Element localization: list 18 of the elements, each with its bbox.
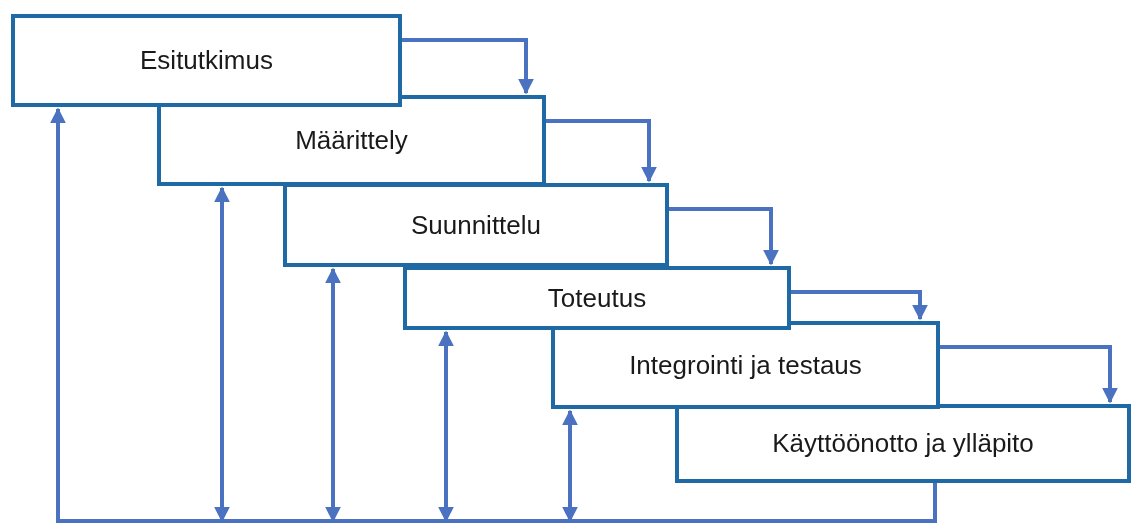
phase-label: Esitutkimus [140,45,273,76]
phase-box [11,14,402,107]
feedback-arrow [50,107,937,523]
arrow [940,345,1118,404]
phase-box [551,321,940,409]
arrow [791,290,928,321]
phase-box [283,183,669,267]
phase-label: Toteutus [547,282,647,314]
phase-label: Suunnittelu [410,209,542,241]
phase-box [403,266,791,330]
phase-label: Integrointi ja testaus [629,349,862,381]
arrow [402,38,534,95]
phase-label: Käyttöönotto ja ylläpito [772,428,1034,459]
phase-box [675,404,1131,483]
phase-label: Määrittely [295,125,408,156]
phase-box [157,95,546,186]
arrow [669,207,779,266]
arrow [546,119,657,183]
